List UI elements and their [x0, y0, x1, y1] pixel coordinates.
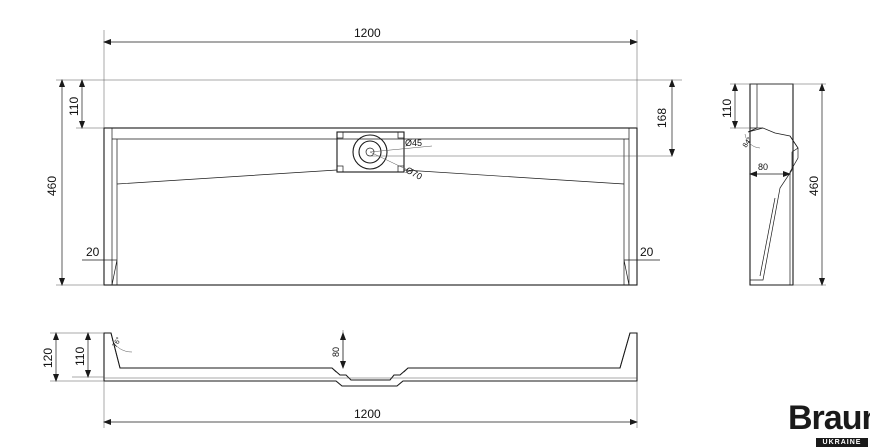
brand-country: UKRAINE [816, 438, 868, 447]
drain-inner-label: Ø45 [405, 138, 422, 148]
top-width-label: 1200 [354, 26, 381, 40]
drain-offset-label: 168 [655, 108, 669, 128]
right-wall-label: 20 [640, 245, 654, 259]
drain-box [336, 131, 405, 173]
side-rim-label: 110 [720, 99, 734, 118]
top-rim-label: 110 [67, 97, 81, 116]
brand-logo: Brauni UKRAINE [786, 399, 870, 448]
left-wall-label: 20 [86, 245, 100, 259]
brand-name: Brauni [788, 399, 870, 437]
drain-outer-label: Ø70 [404, 165, 424, 182]
front-inner-height-label: 110 [73, 347, 87, 366]
front-drain-depth-label: 80 [331, 347, 341, 357]
top-view-outline [103, 127, 638, 286]
drain-inner [358, 140, 382, 164]
side-view-outline [749, 83, 794, 286]
front-outer-height-label: 120 [41, 348, 55, 368]
top-height-label: 460 [45, 176, 59, 196]
drain-outer [352, 134, 388, 170]
side-angle-label: 84° [741, 136, 754, 149]
front-width-label: 1200 [354, 407, 381, 421]
side-view: 110 460 80 84° [720, 83, 826, 286]
top-view-basin [111, 128, 630, 286]
top-view: Ø45 Ø70 1200 460 110 168 20 20 [45, 26, 682, 286]
side-depth-label: 80 [758, 162, 768, 172]
side-height-label: 460 [807, 176, 821, 196]
front-view: 120 110 76° 80 1200 [41, 330, 638, 428]
